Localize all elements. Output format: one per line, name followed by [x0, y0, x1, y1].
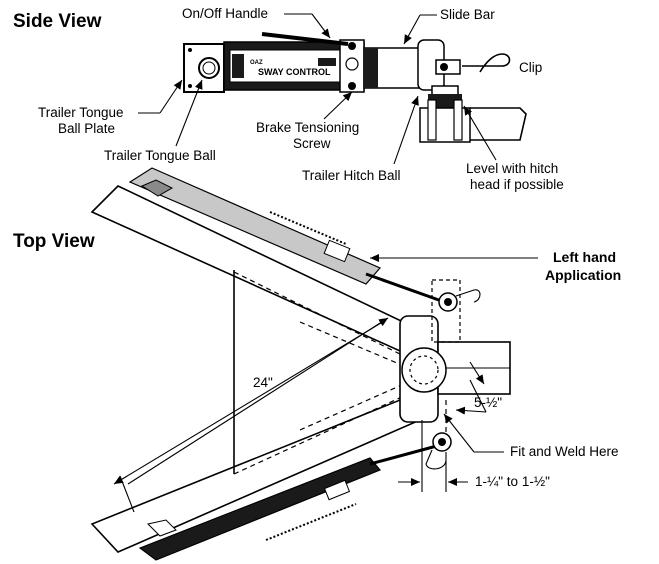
brand-mark: SWAY CONTROL [258, 67, 331, 77]
trailer-tongue-frame [90, 185, 421, 553]
label-fit-weld: Fit and Weld Here [510, 444, 619, 459]
label-ball-plate-1: Trailer Tongue [38, 105, 124, 120]
clip [462, 53, 511, 73]
top-view-heading: Top View [13, 231, 95, 252]
label-brake-screw-2: Screw [293, 136, 331, 151]
label-24: 24" [253, 375, 273, 390]
label-level-2: head if possible [470, 177, 564, 192]
right-hand-sway-control [138, 432, 452, 561]
label-brake-screw-1: Brake Tensioning [256, 120, 359, 135]
left-hand-sway-control [128, 167, 481, 312]
label-on-off-handle: On/Off Handle [182, 6, 268, 21]
label-left-hand-2: Application [545, 267, 621, 283]
label-left-hand-1: Left hand [553, 249, 616, 265]
dimension-24-line [127, 317, 389, 485]
label-tongue-ball: Trailer Tongue Ball [104, 148, 216, 163]
small-mark: OAZ [250, 60, 263, 66]
on-off-handle [261, 32, 349, 46]
label-5-half: 5-½" [474, 395, 502, 410]
side-view-device: OAZ SWAY CONTROL [183, 32, 527, 143]
label-hitch-ball: Trailer Hitch Ball [302, 168, 401, 183]
label-level-1: Level with hitch [466, 161, 558, 176]
side-view-heading: Side View [13, 11, 102, 32]
label-slide-bar: Slide Bar [440, 7, 495, 22]
label-ball-plate-2: Ball Plate [58, 121, 115, 136]
label-clip: Clip [519, 60, 542, 75]
label-offset: 1-¼" to 1-½" [475, 474, 550, 489]
